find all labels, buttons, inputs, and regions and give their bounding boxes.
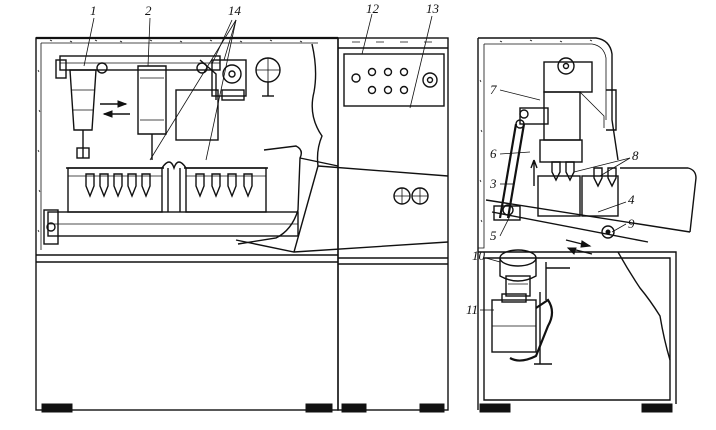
- label-11: 11: [466, 302, 478, 317]
- label-7: 7: [490, 82, 497, 97]
- drive-head-7: [519, 57, 605, 141]
- cutaway-edge-right: [617, 251, 671, 361]
- nozzle-row: [85, 173, 151, 198]
- motion-arrows-left: [100, 100, 130, 118]
- chute-left: [237, 145, 339, 245]
- label-13: 13: [426, 1, 440, 16]
- motion-arrows-right: [565, 239, 593, 255]
- control-buttons: [351, 67, 438, 95]
- label-14: 14: [228, 3, 242, 18]
- cutaway-edge: [311, 43, 323, 167]
- pump-11: [491, 292, 554, 365]
- label-3: 3: [489, 176, 497, 191]
- label-1: 1: [90, 3, 97, 18]
- bank-connector: [161, 161, 187, 212]
- insulation-band: [37, 39, 303, 233]
- cylinder-1: [69, 69, 97, 159]
- label-9: 9: [628, 216, 635, 231]
- dual-dial-icon: [393, 187, 429, 205]
- label-4: 4: [628, 192, 635, 207]
- label-6: 6: [490, 146, 497, 161]
- label-5: 5: [490, 228, 497, 243]
- motor-10: [499, 249, 570, 300]
- nozzle-bank-left: [66, 167, 164, 213]
- wash-tray-4: [485, 167, 697, 243]
- left-cabinet: [35, 36, 339, 413]
- label-10: 10: [472, 248, 486, 263]
- side-nozzles: [530, 139, 617, 188]
- base-rail: [43, 209, 299, 245]
- leader-lines: [83, 13, 631, 311]
- nozzle-row: [195, 173, 253, 198]
- callout-labels: 1 2 14 12 13 7 6 8 3 4 9 5 10 11: [90, 1, 639, 317]
- top-rail: [55, 55, 221, 79]
- middle-cabinet: [337, 37, 449, 413]
- right-cabinet: [477, 37, 677, 413]
- nozzle-bank-right: [184, 167, 268, 213]
- label-12: 12: [366, 1, 380, 16]
- gauge-icon: [255, 57, 281, 97]
- carriage-2: [137, 65, 167, 160]
- label-2: 2: [145, 3, 152, 18]
- drive-housing: [175, 59, 247, 141]
- label-8: 8: [632, 148, 639, 163]
- tray-middle: [235, 165, 449, 253]
